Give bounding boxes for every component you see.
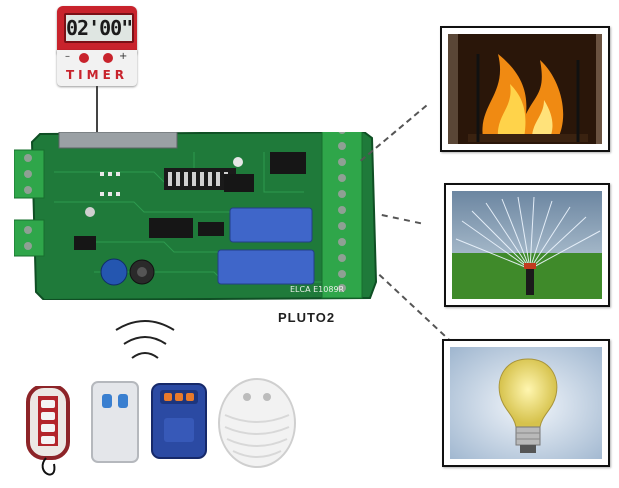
timer-cable bbox=[96, 86, 98, 132]
timer-device: 02'00" – + TIMER bbox=[57, 6, 137, 86]
white-oval-receiver-icon bbox=[218, 378, 296, 468]
wireless-signal-icon bbox=[115, 320, 175, 359]
timer-label: TIMER bbox=[65, 68, 129, 82]
ic-chip-top bbox=[224, 174, 254, 192]
ic-chip-main bbox=[149, 218, 193, 238]
top-connector bbox=[58, 132, 178, 149]
product-name-label: PLUTO2 bbox=[278, 310, 336, 325]
light-bulb-photo bbox=[442, 339, 610, 467]
pcb-board: ELCA E1089R bbox=[14, 132, 378, 300]
dash-line-sprinkler bbox=[381, 214, 422, 225]
right-terminal-strip bbox=[321, 132, 363, 299]
dash-line-light bbox=[378, 274, 454, 344]
capacitor-blue bbox=[100, 258, 128, 286]
timer-display: 02'00" bbox=[64, 13, 134, 43]
ok-button bbox=[85, 207, 95, 217]
timer-minus-button[interactable] bbox=[79, 53, 89, 63]
white-blue-remote-icon bbox=[91, 381, 139, 463]
sprinkler-photo bbox=[444, 183, 610, 307]
blue-orange-remote-icon bbox=[151, 383, 207, 459]
relay-top bbox=[229, 207, 313, 243]
left-terminal-block-bottom bbox=[14, 219, 45, 257]
led bbox=[233, 157, 243, 167]
timer-housing: 02'00" bbox=[57, 6, 137, 54]
timer-plus-sign: + bbox=[119, 51, 128, 62]
timer-control-panel: – + TIMER bbox=[57, 50, 137, 86]
transformer bbox=[270, 152, 306, 174]
relay-bottom bbox=[217, 249, 315, 285]
timer-minus-sign: – bbox=[65, 51, 70, 62]
sprinkler-icon bbox=[452, 191, 602, 299]
memory-jumpers bbox=[100, 172, 120, 196]
light-bulb-icon bbox=[450, 347, 602, 459]
ic-chip-left bbox=[74, 236, 96, 250]
board-marking: ELCA E1089R bbox=[290, 285, 345, 294]
fireplace-photo bbox=[440, 26, 610, 152]
fireplace-icon bbox=[448, 34, 602, 144]
red-keyfob-remote-icon bbox=[26, 386, 70, 476]
ic-chip-small bbox=[198, 222, 224, 236]
left-terminal-block-top bbox=[14, 149, 45, 199]
timer-plus-button[interactable] bbox=[103, 53, 113, 63]
